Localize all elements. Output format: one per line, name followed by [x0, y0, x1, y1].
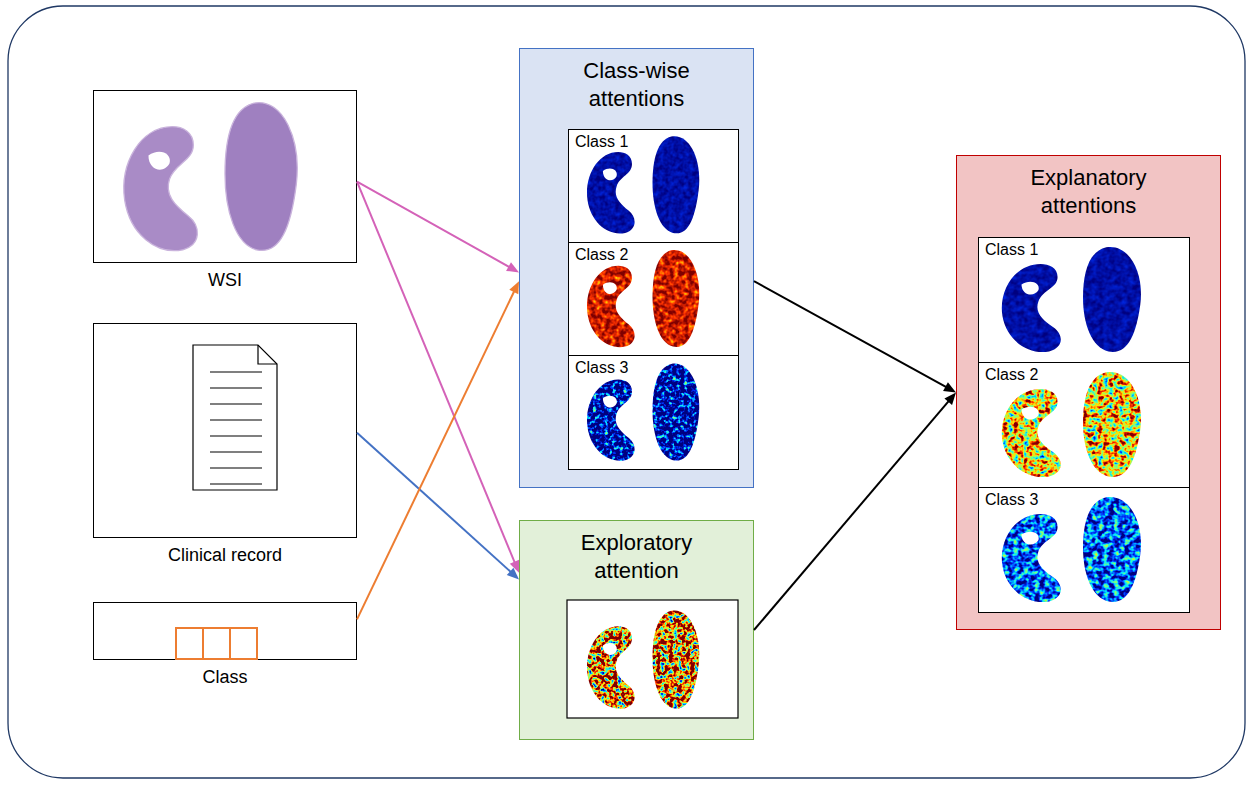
- document-box: Clinical record: [93, 323, 357, 538]
- connector-line: [754, 400, 950, 630]
- arrow-connector: [754, 393, 956, 631]
- arrow-connector: [357, 281, 519, 619]
- class-box: Class: [93, 602, 357, 660]
- arrowhead: [510, 560, 519, 573]
- arrowhead: [509, 281, 519, 294]
- class-label: Class 1: [985, 241, 1038, 258]
- arrow-connector: [357, 182, 519, 273]
- connector-line: [754, 281, 947, 387]
- attention-panel: Exploratory attention: [519, 520, 754, 740]
- arrow-connector: [357, 182, 519, 573]
- panel-title: Exploratory attention: [557, 521, 717, 585]
- image-box: WSI: [93, 90, 357, 263]
- class-box: Class 1: [568, 129, 739, 243]
- class-label: Class 2: [985, 366, 1038, 383]
- connector-line: [357, 182, 515, 564]
- label-holder: Class 2: [575, 246, 628, 264]
- panel-title: Class-wise attentions: [557, 49, 717, 113]
- connector-line: [357, 290, 515, 619]
- class-label: Class 1: [575, 133, 628, 150]
- class-box: Class 1: [978, 237, 1190, 363]
- class-label: Class 2: [575, 246, 628, 263]
- class-box: Class 3: [978, 487, 1190, 613]
- label-holder: Class 2: [985, 366, 1038, 384]
- label-holder: Class 3: [575, 359, 628, 377]
- connector-line: [357, 182, 510, 268]
- label-holder: Class 1: [985, 241, 1038, 259]
- connector-line: [357, 433, 512, 573]
- arrow-connector: [357, 433, 519, 580]
- input-label: Clinical record: [168, 545, 282, 565]
- arrowhead: [944, 393, 956, 405]
- class-box: Class 3: [568, 355, 739, 470]
- label-holder: Class: [94, 667, 356, 688]
- attention-panel: Class-wise attentionsClass 1 Class 2 Class…: [519, 48, 754, 488]
- class-box: Class 2: [568, 242, 739, 356]
- label-holder: Class 1: [575, 133, 628, 151]
- arrowhead: [943, 382, 956, 392]
- label-holder: Class 3: [985, 491, 1038, 509]
- arrow-connector: [754, 281, 956, 392]
- label-holder: WSI: [94, 270, 356, 291]
- arrowhead: [506, 262, 519, 272]
- class-box: Class 2: [978, 362, 1190, 488]
- attention-panel: Explanatory attentionsClass 1 Class 2 Clas…: [956, 155, 1221, 630]
- class-label: Class 3: [985, 491, 1038, 508]
- input-label: WSI: [208, 270, 242, 290]
- class-label: Class 3: [575, 359, 628, 376]
- input-label: Class: [202, 667, 247, 687]
- label-holder: Clinical record: [94, 545, 356, 566]
- panel-title: Explanatory attentions: [1009, 156, 1169, 220]
- outer-frame: [8, 6, 1245, 778]
- arrowhead: [507, 568, 519, 580]
